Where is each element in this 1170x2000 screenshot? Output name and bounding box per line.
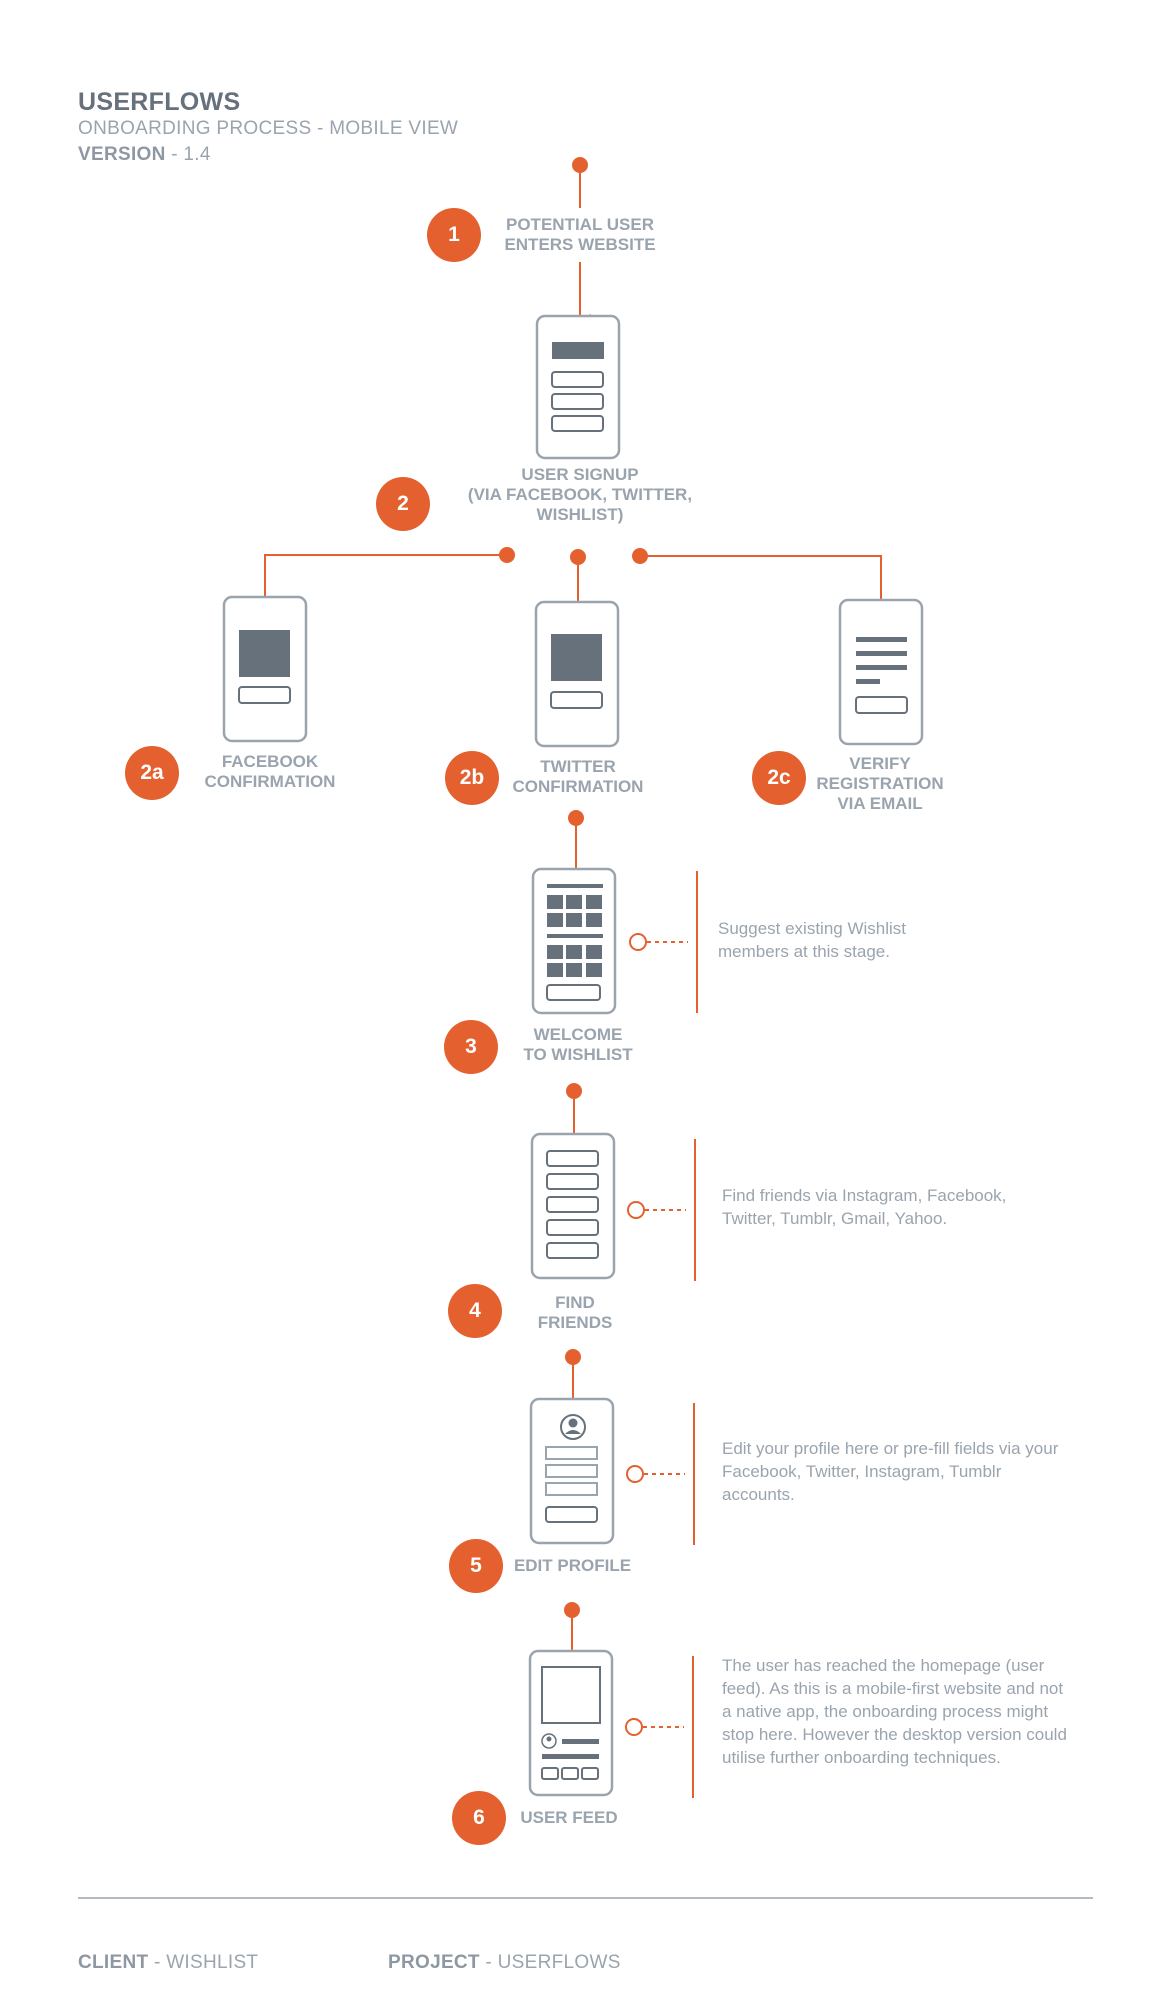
phone-signup	[535, 314, 621, 460]
phone-find-friends	[530, 1132, 616, 1280]
annotation-5	[626, 1403, 695, 1545]
step-label-2a: FACEBOOK CONFIRMATION	[204, 752, 336, 791]
step-label-1: POTENTIAL USER ENTERS WEBSITE	[504, 215, 656, 254]
project-value: - USERFLOWS	[479, 1952, 621, 1973]
spine-dot-5	[565, 1349, 581, 1365]
spine-dot-4	[566, 1083, 582, 1099]
phone-facebook-confirmation	[222, 595, 308, 743]
spine-dot-6	[564, 1602, 580, 1618]
page-title: USERFLOWS	[78, 88, 241, 116]
note-step-3: Suggest existing Wishlist members at thi…	[718, 919, 907, 961]
connector-2c	[640, 555, 892, 612]
step-label-2: USER SIGNUP (VIA FACEBOOK, TWITTER, WISH…	[467, 465, 693, 524]
start-dot	[572, 157, 588, 173]
client-value: - WISHLIST	[148, 1952, 259, 1973]
step-badge-4: 4	[448, 1284, 502, 1338]
step-label-4: FIND FRIENDS	[537, 1293, 613, 1332]
phone-welcome	[531, 867, 617, 1015]
branch-dot-right	[632, 548, 648, 564]
note-step-6: The user has reached the homepage (user …	[722, 1656, 1067, 1767]
step-label-3: WELCOME TO WISHLIST	[523, 1025, 633, 1064]
step-badge-1: 1	[427, 208, 481, 262]
step-label-5: EDIT PROFILE	[513, 1556, 632, 1575]
footer-project: PROJECT - USERFLOWS	[388, 1952, 621, 1974]
branch-dot-center	[570, 549, 586, 565]
project-label: PROJECT	[388, 1952, 480, 1973]
version-line: VERSION - 1.4	[78, 144, 211, 166]
step-badge-2: 2	[376, 477, 430, 531]
phone-twitter-confirmation	[534, 600, 620, 748]
step-label-2b: TWITTER CONFIRMATION	[512, 757, 644, 796]
note-step-4: Find friends via Instagram, Facebook, Tw…	[722, 1186, 1007, 1228]
step-badge-5: 5	[449, 1539, 503, 1593]
version-label: VERSION	[78, 144, 166, 165]
step-badge-2c: 2c	[752, 751, 806, 805]
footer-client: CLIENT - WISHLIST	[78, 1952, 258, 1974]
annotation-3	[629, 871, 698, 1013]
branch-dot-left	[499, 547, 515, 563]
page-subtitle: ONBOARDING PROCESS - MOBILE VIEW	[78, 118, 459, 139]
annotation-6	[625, 1656, 694, 1798]
spine-dot-3	[568, 810, 584, 826]
step-badge-2a: 2a	[125, 746, 179, 800]
step-badge-3: 3	[444, 1020, 498, 1074]
client-label: CLIENT	[78, 1952, 149, 1973]
phone-user-feed	[528, 1649, 614, 1797]
version-value: - 1.4	[165, 144, 211, 165]
step-label-2c: VERIFY REGISTRATION VIA EMAIL	[816, 754, 944, 813]
connector-2a	[264, 554, 507, 611]
step-badge-6: 6	[452, 1791, 506, 1845]
step-label-6: USER FEED	[520, 1808, 618, 1827]
note-step-5: Edit your profile here or pre-fill field…	[722, 1439, 1059, 1504]
annotation-4	[627, 1139, 696, 1281]
step-badge-2b: 2b	[445, 751, 499, 805]
phone-verify-email	[838, 598, 924, 746]
phone-edit-profile	[529, 1397, 615, 1545]
